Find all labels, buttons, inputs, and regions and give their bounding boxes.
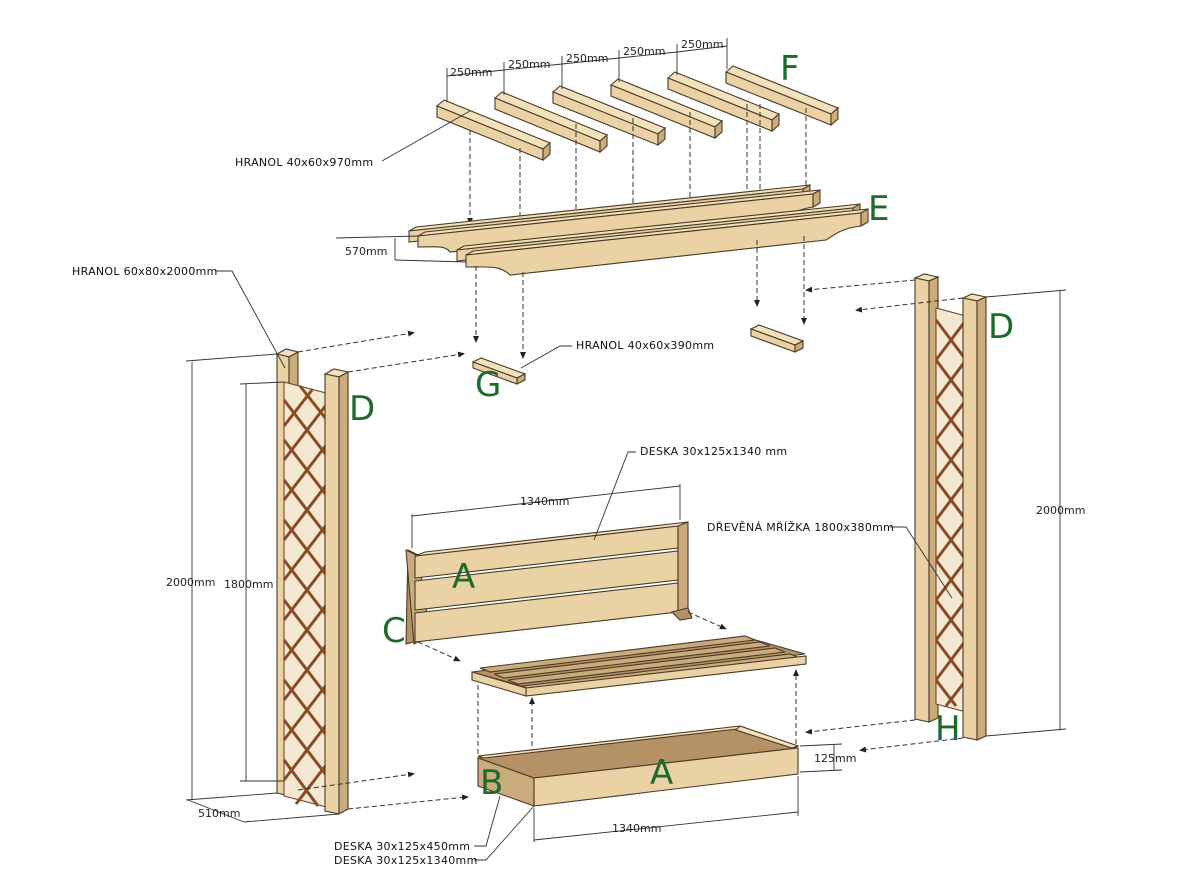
short-blocks-g	[471, 324, 805, 385]
leader-line	[520, 345, 572, 369]
assembly-arrow	[297, 330, 415, 353]
label-hranol-390: HRANOL 40x60x390mm	[576, 339, 714, 352]
box-dimensions: 1340mm 125mm	[533, 743, 856, 842]
leader-line	[474, 805, 535, 861]
label-mrizka: DŘEVĚNÁ MŘÍŽKA 1800x380mm	[707, 521, 894, 534]
part-letter-g: G	[475, 365, 501, 405]
label-deska-450: DESKA 30x125x450mm	[334, 840, 470, 853]
beam-gap-dimension: 570mm	[335, 235, 467, 263]
lattice-left	[282, 381, 332, 809]
assembly-arrow	[855, 297, 964, 313]
leader-line	[890, 526, 953, 599]
spacing-label: 250mm	[450, 66, 492, 79]
leader-line	[381, 110, 471, 162]
box-height-label: 125mm	[814, 752, 856, 765]
lattice-height-label: 1800mm	[224, 578, 273, 591]
assembly-arrow	[805, 719, 916, 735]
part-letter-a-box: A	[650, 753, 673, 793]
part-letter-c: C	[382, 611, 406, 651]
leader-line	[474, 795, 501, 847]
label-hranol-2000: HRANOL 60x80x2000mm	[72, 265, 218, 278]
left-post-assembly	[275, 348, 350, 815]
cross-beam	[493, 91, 609, 154]
right-dimension: 2000mm	[985, 289, 1085, 737]
label-hranol-970: HRANOL 40x60x970mm	[235, 156, 373, 169]
seat	[471, 635, 807, 697]
cross-beam	[609, 78, 724, 140]
depth-label: 510mm	[198, 807, 240, 820]
assembly-arrow	[417, 641, 461, 662]
assembly-arrow	[859, 737, 964, 753]
cross-beam	[551, 85, 667, 147]
leader-line	[593, 451, 636, 541]
label-deska-1340-bottom: DESKA 30x125x1340mm	[334, 854, 478, 867]
box-width-label: 1340mm	[612, 822, 661, 835]
cross-beam	[435, 99, 552, 162]
cross-beams-f	[435, 65, 840, 162]
backrest-dimension: 1340mm	[411, 484, 681, 548]
part-letter-e: E	[868, 189, 889, 229]
long-beams-e	[408, 184, 869, 276]
part-letter-h: H	[935, 709, 961, 749]
spacing-label: 250mm	[508, 58, 550, 71]
cross-beam	[666, 71, 781, 133]
part-letter-d-left: D	[349, 389, 375, 429]
assembly-arrow	[347, 351, 465, 373]
part-letter-a-backrest: A	[452, 557, 475, 597]
left-dimensions: 2000mm 1800mm 510mm	[166, 353, 340, 823]
base-box	[477, 725, 800, 807]
spacing-dimensions: 250mm 250mm 250mm 250mm 250mm	[446, 38, 728, 102]
right-height-label: 2000mm	[1036, 504, 1085, 517]
spacing-label: 250mm	[681, 38, 723, 51]
part-letter-d-right: D	[988, 307, 1014, 347]
part-letter-f: F	[780, 49, 800, 89]
assembly-arrow	[687, 611, 727, 630]
spacing-label: 250mm	[566, 52, 608, 65]
assembly-arrow	[347, 794, 469, 810]
part-letter-b: B	[480, 763, 503, 803]
label-deska-1340-top: DESKA 30x125x1340 mm	[640, 445, 787, 458]
leader-line	[215, 270, 286, 369]
beam-gap-label: 570mm	[345, 245, 387, 258]
backrest	[405, 521, 693, 645]
backrest-width-label: 1340mm	[520, 495, 569, 508]
right-post-assembly	[913, 273, 988, 741]
assembly-arrow	[805, 279, 916, 293]
spacing-label: 250mm	[623, 45, 665, 58]
assembly-arrow	[297, 771, 415, 791]
cross-beam	[724, 65, 840, 127]
lattice-right	[934, 307, 968, 713]
left-height-label: 2000mm	[166, 576, 215, 589]
